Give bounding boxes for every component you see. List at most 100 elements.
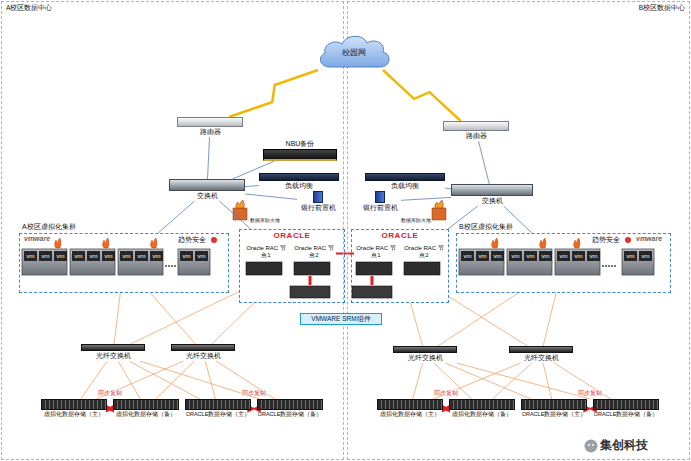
node-label: 光纤交换机 bbox=[96, 351, 131, 361]
server-rack bbox=[118, 249, 163, 275]
vmware-logo: vmware bbox=[24, 235, 50, 243]
vm-chip: vm bbox=[624, 251, 637, 261]
device-node: 路由器 bbox=[443, 121, 509, 141]
connector bbox=[413, 363, 423, 399]
storage-node: ORACLE数据存储（主） bbox=[519, 399, 590, 418]
node-label: NBU备份 bbox=[286, 139, 315, 149]
oracle-server bbox=[294, 262, 330, 275]
storage-node: 虚拟化数据存储（主） bbox=[377, 399, 443, 418]
edge-label: 同步复制 bbox=[577, 390, 603, 396]
server-rack bbox=[507, 249, 552, 275]
connector bbox=[434, 363, 472, 399]
device-node: 交换机 bbox=[451, 184, 533, 206]
server-node: 银行前置机 bbox=[297, 191, 339, 212]
cloud-outline bbox=[320, 36, 389, 67]
wireless-link bbox=[229, 70, 318, 117]
vm-chip: vm bbox=[491, 251, 504, 261]
connector bbox=[205, 361, 215, 399]
wechat-icon bbox=[592, 444, 594, 446]
device-node: 路由器 bbox=[177, 117, 243, 137]
firewall-icon bbox=[435, 200, 444, 208]
node-label: ORACLE数据存储（备） bbox=[258, 410, 323, 418]
connector bbox=[219, 201, 250, 229]
flame-icon bbox=[151, 238, 158, 248]
device-node: 光纤交换机 bbox=[393, 346, 457, 363]
connector bbox=[131, 292, 239, 344]
connector bbox=[433, 363, 520, 399]
oracle-server bbox=[246, 262, 440, 275]
device-icon bbox=[113, 399, 179, 410]
vm-chip: vm bbox=[72, 251, 85, 261]
server-rack bbox=[70, 249, 115, 275]
server-rack bbox=[22, 249, 67, 275]
connector bbox=[554, 363, 610, 399]
node-label: VMWARE SRM组件 bbox=[311, 315, 370, 322]
wechat-icon bbox=[585, 440, 598, 453]
node-label: 光纤交换机 bbox=[186, 351, 221, 361]
device-icon bbox=[169, 179, 245, 191]
flame-icon bbox=[103, 238, 110, 248]
trend-icon bbox=[211, 237, 217, 243]
device-icon bbox=[521, 399, 587, 410]
vm-chip: vm bbox=[87, 251, 100, 261]
device-icon bbox=[393, 346, 457, 353]
oracle-disk-array bbox=[290, 286, 330, 298]
vm-chip: vm bbox=[476, 251, 489, 261]
node-label: ORACLE bbox=[352, 230, 448, 240]
device-icon bbox=[257, 399, 323, 410]
edge-label: 同步复制 bbox=[241, 390, 267, 396]
connector bbox=[212, 303, 254, 344]
oracle-server bbox=[246, 262, 282, 275]
node-label: B校区虚拟化集群 bbox=[457, 223, 670, 231]
vm-chip: vm bbox=[587, 251, 600, 261]
connector bbox=[543, 293, 556, 346]
vm-chip: vm bbox=[180, 251, 193, 261]
vmware-logo: vmware bbox=[636, 235, 662, 243]
storage-node: 虚拟化数据存储（主） bbox=[41, 399, 107, 418]
connector bbox=[114, 293, 120, 344]
ellipsis-dots bbox=[174, 265, 176, 267]
rac-node: Oracle RAC 节点1 bbox=[244, 245, 288, 262]
device-icon bbox=[171, 344, 235, 351]
node-label: Oracle RAC 节点2 bbox=[292, 245, 336, 258]
oracle-server bbox=[356, 262, 392, 275]
node-label: 银行前置机 bbox=[363, 203, 398, 212]
node-label: 虚拟化数据存储（备） bbox=[452, 410, 512, 418]
flame-icon bbox=[55, 238, 62, 248]
rac-node: Oracle RAC 节点2 bbox=[402, 245, 446, 262]
vm-chip: vm bbox=[120, 251, 133, 261]
connector bbox=[254, 408, 255, 410]
node-label: A校区虚拟化集群 bbox=[20, 223, 228, 231]
vm-chip: vm bbox=[54, 251, 67, 261]
vm-chip: vm bbox=[24, 251, 37, 261]
wechat-icon bbox=[585, 440, 598, 453]
node-label: 交换机 bbox=[482, 196, 503, 206]
node-label: 路由器 bbox=[200, 127, 221, 137]
device-icon bbox=[449, 399, 515, 410]
storage-node: 虚拟化数据存储（备） bbox=[113, 399, 179, 418]
device-icon bbox=[509, 346, 573, 353]
oracle-server bbox=[404, 262, 440, 275]
node-label: B校区数据中心 bbox=[348, 2, 689, 13]
storage-node: 虚拟化数据存储（备） bbox=[449, 399, 515, 418]
trend-icon bbox=[625, 237, 631, 243]
vm-chip: vm bbox=[539, 251, 552, 261]
device-icon bbox=[443, 121, 509, 131]
device-icon bbox=[263, 149, 337, 161]
vm-chip: vm bbox=[195, 251, 208, 261]
network-cloud: 校园网 bbox=[316, 32, 392, 70]
server-icon bbox=[375, 191, 385, 203]
device-icon bbox=[41, 399, 107, 410]
node-label: ORACLE bbox=[240, 230, 344, 240]
ellipsis-dots bbox=[165, 265, 167, 267]
server-rack bbox=[178, 249, 210, 275]
node-label: Oracle RAC 节点1 bbox=[244, 245, 288, 258]
connector bbox=[479, 141, 490, 184]
storage-node: ORACLE数据存储（主） bbox=[183, 399, 254, 418]
security-label: 趋势安全 bbox=[592, 236, 620, 244]
rac-node: Oracle RAC 节点1 bbox=[354, 245, 398, 262]
vm-chip: vm bbox=[557, 251, 570, 261]
wireless-link bbox=[383, 70, 461, 121]
ellipsis-dots bbox=[611, 265, 613, 267]
disk-link bbox=[371, 276, 374, 285]
